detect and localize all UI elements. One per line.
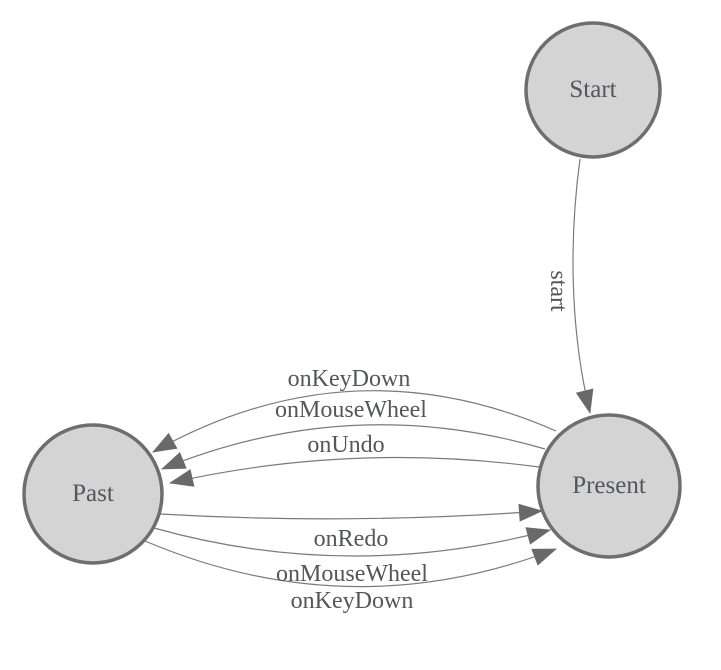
edge-label-onkeydown-upper: onKeyDown xyxy=(288,366,411,392)
node-group: Start Past Present xyxy=(22,21,682,565)
edge-label-start: start xyxy=(545,270,571,312)
edge-label-onredo: onRedo xyxy=(314,526,389,552)
edge-present-to-past-onkeydown xyxy=(152,390,557,453)
edge-label-onmousewheel-lower: onMouseWheel xyxy=(276,561,428,587)
node-present[interactable]: Present xyxy=(536,413,682,559)
node-past-circle[interactable] xyxy=(22,423,164,565)
node-past-label: Past xyxy=(72,480,114,507)
node-present-circle[interactable] xyxy=(536,413,682,559)
edge-past-to-present-onkeydown xyxy=(144,540,557,588)
edge-start-to-present xyxy=(572,158,594,414)
node-start[interactable]: Start xyxy=(524,21,662,159)
node-start-circle[interactable] xyxy=(524,21,662,159)
node-start-label: Start xyxy=(569,76,616,103)
edge-label-onkeydown-lower: onKeyDown xyxy=(291,588,414,614)
edge-label-group: start onKeyDown onMouseWheel onUndo onRe… xyxy=(275,270,571,614)
edge-present-to-past-onundo xyxy=(169,456,540,487)
node-present-label: Present xyxy=(572,472,646,499)
edge-present-to-past-onmousewheel xyxy=(161,424,546,470)
edge-past-to-present-onmousewheel xyxy=(153,527,551,557)
edge-label-onundo: onUndo xyxy=(307,432,384,458)
edge-group xyxy=(144,158,594,588)
edge-label-onmousewheel-upper: onMouseWheel xyxy=(275,397,427,423)
edge-past-to-present-onredo xyxy=(159,503,543,522)
node-past[interactable]: Past xyxy=(22,423,164,565)
